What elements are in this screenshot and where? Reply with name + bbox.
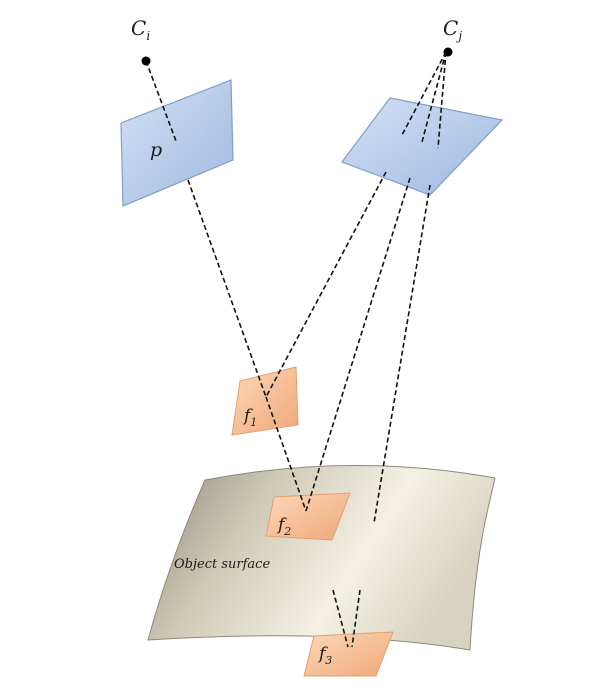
ray-to-f3-b: [351, 589, 361, 648]
ray-f1-to-f2: [265, 396, 307, 512]
pixel-p-label: p: [150, 139, 162, 161]
object-surface-label: Object surface: [174, 557, 270, 572]
ray-ci-to-p: [145, 60, 177, 142]
object-surface: [147, 465, 496, 651]
rays: [145, 51, 447, 648]
facet-2-label: f2: [276, 515, 291, 538]
ray-cj-to-f2: [305, 177, 411, 512]
facet-1-patch: [231, 366, 299, 436]
image-plane-i: [120, 79, 234, 207]
facet-2-patch: [265, 492, 351, 541]
ray-cj-to-surface: [373, 184, 431, 524]
camera-center-i: [141, 56, 151, 66]
image-plane-j: [341, 97, 504, 196]
camera-i-label: Ci: [131, 16, 150, 43]
ray-cj-3: [437, 51, 447, 149]
facet-1-label: f1: [242, 406, 257, 429]
ray-to-f3-a: [332, 589, 349, 648]
ray-cj-to-f1: [265, 171, 387, 398]
facet-3-patch: [303, 631, 394, 677]
camera-j-label: Cj: [443, 16, 462, 43]
facet-3-label: f3: [317, 644, 332, 667]
ray-p-to-f1: [187, 179, 267, 398]
camera-center-j: [443, 47, 453, 57]
